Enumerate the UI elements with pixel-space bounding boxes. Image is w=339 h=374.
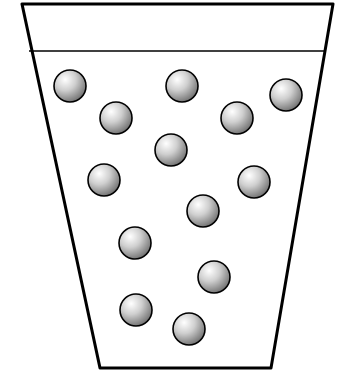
beaker-outline [22,4,333,368]
particle [173,313,205,345]
particle [187,195,219,227]
particle [88,164,120,196]
particle [100,102,132,134]
particle [166,70,198,102]
particle [221,102,253,134]
particle [54,70,86,102]
particle [198,261,230,293]
particle [119,227,151,259]
particle [270,79,302,111]
particle [155,134,187,166]
particle [120,294,152,326]
particle [238,166,270,198]
particles-group [54,70,302,345]
